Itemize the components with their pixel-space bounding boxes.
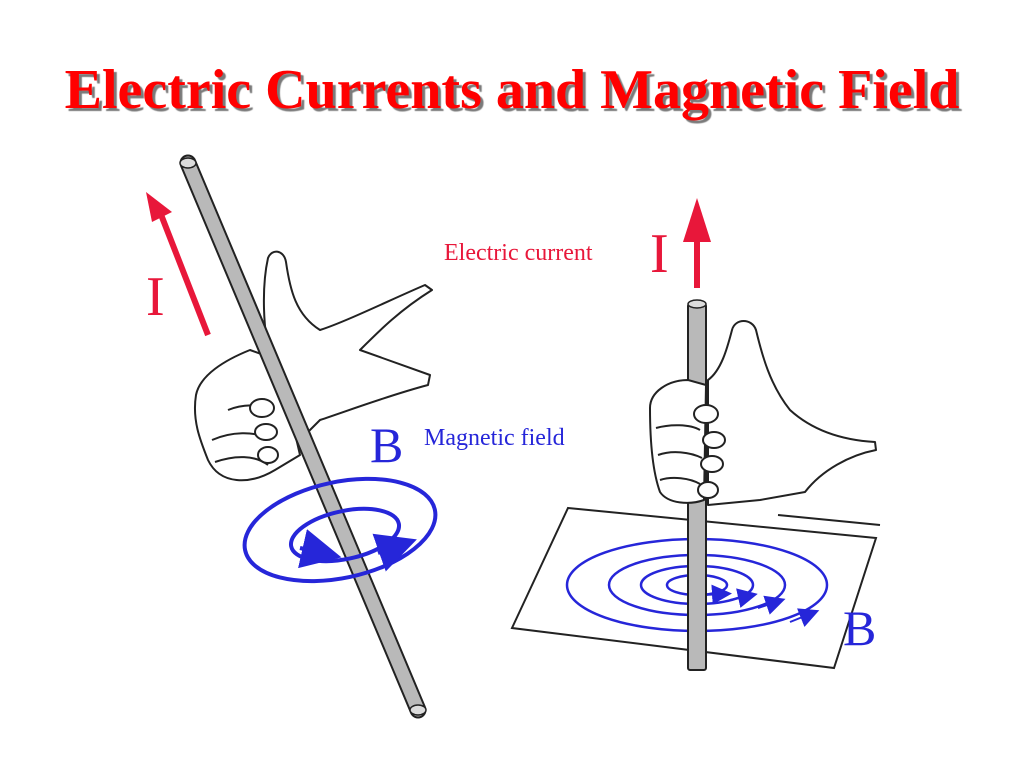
left-current-arrow xyxy=(146,192,211,337)
left-wire xyxy=(179,154,427,719)
left-current-symbol: I xyxy=(146,266,165,328)
left-field-rings xyxy=(242,476,438,584)
left-field-symbol: B xyxy=(370,417,403,473)
slide-title: Electric Currents and Magnetic Field xyxy=(64,59,960,121)
left-field-caption: Magnetic field xyxy=(424,425,565,451)
right-field-symbol: B xyxy=(843,600,876,656)
right-current-caption: Electric current xyxy=(444,240,593,266)
right-panel: Electric current I xyxy=(444,198,881,671)
right-current-symbol: I xyxy=(650,223,669,285)
right-hand-icon xyxy=(649,320,877,506)
right-current-arrow xyxy=(683,198,711,288)
left-panel: I B Magnetic fiel xyxy=(146,154,565,719)
